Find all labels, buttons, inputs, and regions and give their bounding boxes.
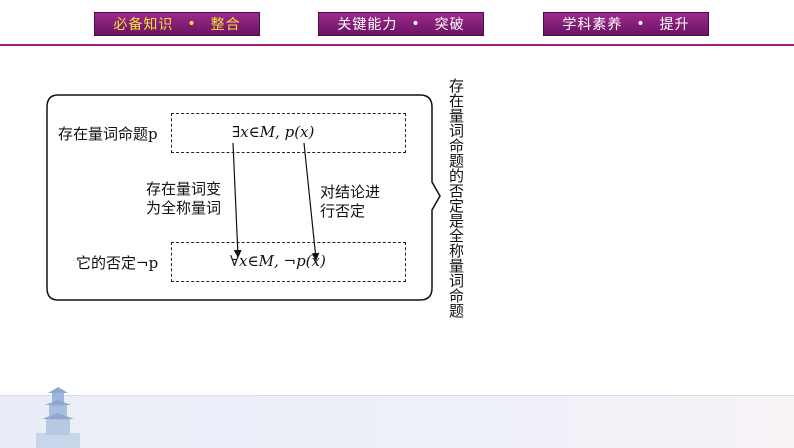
- tab-separator-dot: •: [411, 16, 421, 32]
- tab-label-right: 提升: [659, 17, 690, 33]
- dashed-box-proposition: [171, 113, 406, 153]
- existential-proposition-label: 存在量词命题p: [58, 125, 158, 143]
- summary-vertical-text: 存在量词命题的否定是全称量词命题: [447, 78, 465, 318]
- negation-label: 它的否定¬p: [76, 254, 159, 272]
- tab-subject-literacy[interactable]: 学科素养 • 提升: [543, 12, 709, 36]
- footer-divider: [0, 395, 794, 396]
- top-navigation: 必备知识 • 整合 关键能力 • 突破 学科素养 • 提升: [0, 0, 794, 46]
- note-quantifier-change-line1: 存在量词变: [146, 180, 222, 198]
- tab-essential-knowledge[interactable]: 必备知识 • 整合: [94, 12, 260, 36]
- note-quantifier-change-line2: 为全称量词: [146, 199, 222, 217]
- note-negate-conclusion-line1: 对结论进: [320, 183, 381, 201]
- arrow-quantifier-change: [232, 142, 242, 258]
- tab-label-right: 突破: [434, 17, 465, 33]
- tab-separator-dot: •: [636, 16, 646, 32]
- tab-label-left: 学科素养: [562, 17, 623, 33]
- footer-band: [0, 395, 794, 448]
- existential-formula: ∃x∈M, p(x): [232, 123, 315, 141]
- tab-key-ability[interactable]: 关键能力 • 突破: [318, 12, 484, 36]
- tab-label-left: 必备知识: [113, 17, 174, 33]
- tab-label-left: 关键能力: [337, 17, 398, 33]
- header-divider: [0, 44, 794, 46]
- tab-label-right: 整合: [210, 17, 241, 33]
- note-negate-conclusion-line2: 行否定: [320, 202, 366, 220]
- pagoda-illustration-icon: [36, 387, 80, 448]
- dashed-box-negation: [171, 242, 406, 282]
- tab-separator-dot: •: [187, 16, 197, 32]
- universal-formula: ∀x∈M, ¬p(x): [230, 252, 326, 270]
